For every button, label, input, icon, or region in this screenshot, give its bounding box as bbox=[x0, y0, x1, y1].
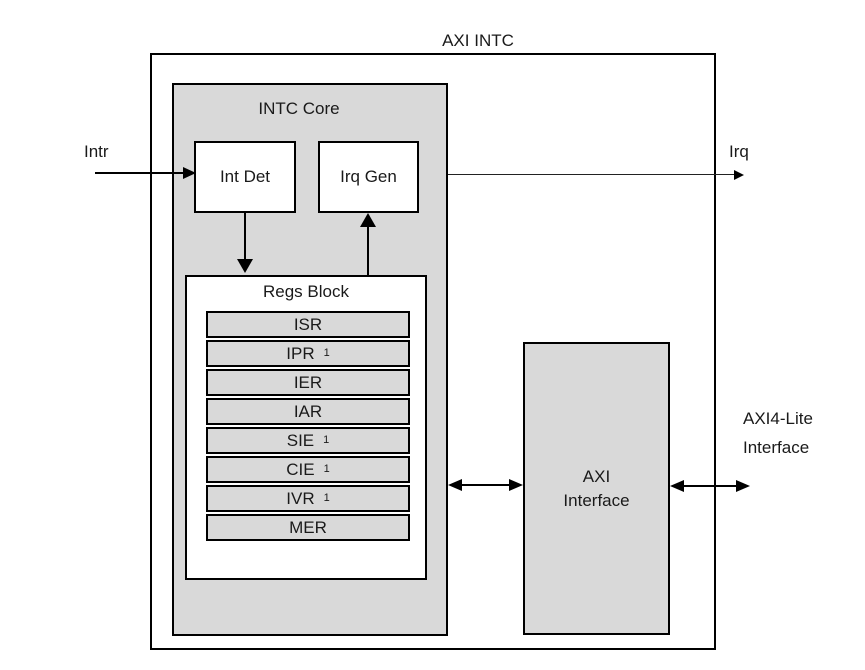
axi-external-right-arrowhead-icon bbox=[736, 480, 750, 492]
core-axi-left-arrowhead-icon bbox=[448, 479, 462, 491]
register-label: IER bbox=[293, 372, 323, 392]
register-row-ipr: IPR 1 bbox=[206, 340, 410, 367]
register-row-ivr: IVR 1 bbox=[206, 485, 410, 512]
axi-intc-outer-box bbox=[150, 53, 716, 650]
core-axi-right-arrowhead-icon bbox=[509, 479, 523, 491]
intr-arrowhead-icon bbox=[183, 167, 196, 179]
irq-gen-label: Irq Gen bbox=[340, 167, 397, 187]
register-superscript: 1 bbox=[323, 433, 330, 446]
regs-to-irqgen-arrowhead-icon bbox=[360, 213, 376, 227]
register-label: IVR bbox=[286, 488, 315, 508]
intdet-to-regs-arrowhead-icon bbox=[237, 259, 253, 273]
register-label: IAR bbox=[293, 401, 323, 421]
regs-block-label: Regs Block bbox=[263, 282, 349, 301]
intr-arrow-line bbox=[95, 172, 185, 174]
regs-to-irqgen-line bbox=[367, 226, 369, 275]
axi-interface-label-line1: AXI bbox=[582, 466, 611, 486]
register-row-sie: SIE 1 bbox=[206, 427, 410, 454]
diagram-title: AXI INTC bbox=[442, 31, 514, 50]
register-superscript: 1 bbox=[323, 491, 330, 504]
int-det-label: Int Det bbox=[219, 167, 271, 187]
register-label: ISR bbox=[293, 314, 323, 334]
irq-arrow-line bbox=[448, 174, 735, 175]
register-label: IPR bbox=[286, 343, 315, 363]
register-row-isr: ISR bbox=[206, 311, 410, 338]
intdet-to-regs-line bbox=[244, 213, 246, 260]
register-label: MER bbox=[289, 517, 327, 537]
register-superscript: 1 bbox=[323, 346, 330, 359]
core-axi-bus-line bbox=[458, 484, 514, 486]
register-label: SIE bbox=[286, 430, 315, 450]
irq-arrowhead-icon bbox=[734, 170, 744, 180]
axi-interface-box: AXI Interface bbox=[523, 342, 670, 635]
int-det-box: Int Det bbox=[194, 141, 296, 213]
axi4-lite-label-line1: AXI4-Lite bbox=[743, 409, 813, 428]
register-row-ier: IER bbox=[206, 369, 410, 396]
irq-gen-box: Irq Gen bbox=[318, 141, 419, 213]
irq-signal-label: Irq bbox=[729, 142, 749, 161]
axi-interface-label: AXI Interface bbox=[563, 465, 629, 513]
register-row-iar: IAR bbox=[206, 398, 410, 425]
register-label: CIE bbox=[286, 459, 315, 479]
axi4-lite-label-line2: Interface bbox=[743, 438, 810, 457]
register-row-mer: MER bbox=[206, 514, 410, 541]
intr-signal-label: Intr bbox=[84, 142, 109, 161]
axi-interface-label-line2: Interface bbox=[563, 490, 630, 510]
axi-external-left-arrowhead-icon bbox=[670, 480, 684, 492]
axi-external-bus-line bbox=[680, 485, 740, 487]
register-row-cie: CIE 1 bbox=[206, 456, 410, 483]
intc-core-label: INTC Core bbox=[258, 99, 340, 118]
axi4-lite-interface-label: AXI4-Lite Interface bbox=[743, 404, 813, 462]
register-superscript: 1 bbox=[323, 462, 330, 475]
